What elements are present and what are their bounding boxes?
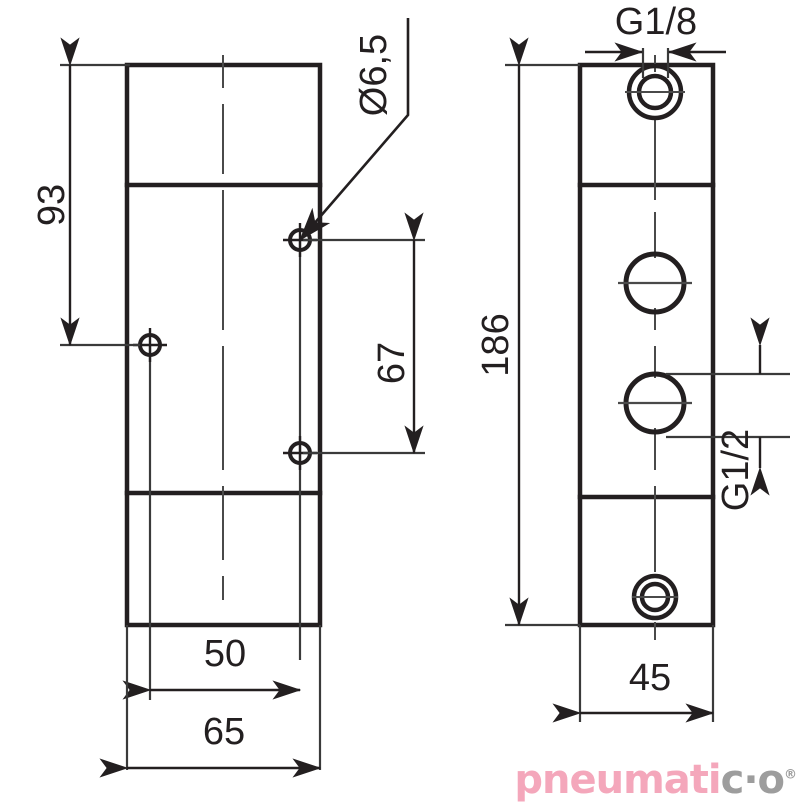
callout-g12: G1/2 — [666, 317, 790, 511]
dimension-186: 186 — [475, 37, 580, 627]
hole-side-bottom-port — [631, 573, 679, 621]
dimension-50-label: 50 — [204, 633, 246, 675]
hole-side-lower-port — [618, 371, 692, 435]
callout-g18: G1/8 — [585, 1, 726, 78]
dimension-50: 50 — [122, 633, 302, 700]
dimension-67-label: 67 — [371, 342, 413, 384]
callout-g18-label: G1/8 — [615, 1, 697, 43]
hole-side-upper-port — [618, 251, 692, 315]
callout-diameter-6-5-label: Ø6,5 — [353, 34, 395, 116]
side-view-body-outline — [577, 62, 716, 628]
side-view-division-lines — [577, 182, 716, 500]
hole-side-top-port — [625, 63, 685, 121]
dimension-93-label: 93 — [31, 184, 73, 226]
dimension-45: 45 — [552, 625, 715, 723]
callout-g12-label: G1/2 — [715, 429, 757, 511]
dimension-65: 65 — [99, 625, 322, 778]
callout-diameter-6-5: Ø6,5 — [299, 18, 410, 241]
logo-text: pneumatic·o® — [514, 757, 797, 803]
dimension-65-label: 65 — [203, 711, 245, 753]
dimension-45-label: 45 — [629, 657, 671, 699]
logo-part-gray: c·o — [720, 757, 785, 803]
logo-part-pink: pneumati — [514, 757, 721, 803]
dimension-67: 67 — [303, 212, 425, 455]
pneumatico-logo: pneumatic·o® — [514, 752, 800, 800]
dimension-93: 93 — [31, 37, 140, 347]
logo-registered-mark: ® — [784, 767, 797, 783]
dimension-186-label: 186 — [475, 313, 517, 376]
side-view: 186 G1/8 G1/2 — [475, 1, 790, 723]
front-view: 93 67 Ø6,5 50 — [31, 18, 425, 778]
